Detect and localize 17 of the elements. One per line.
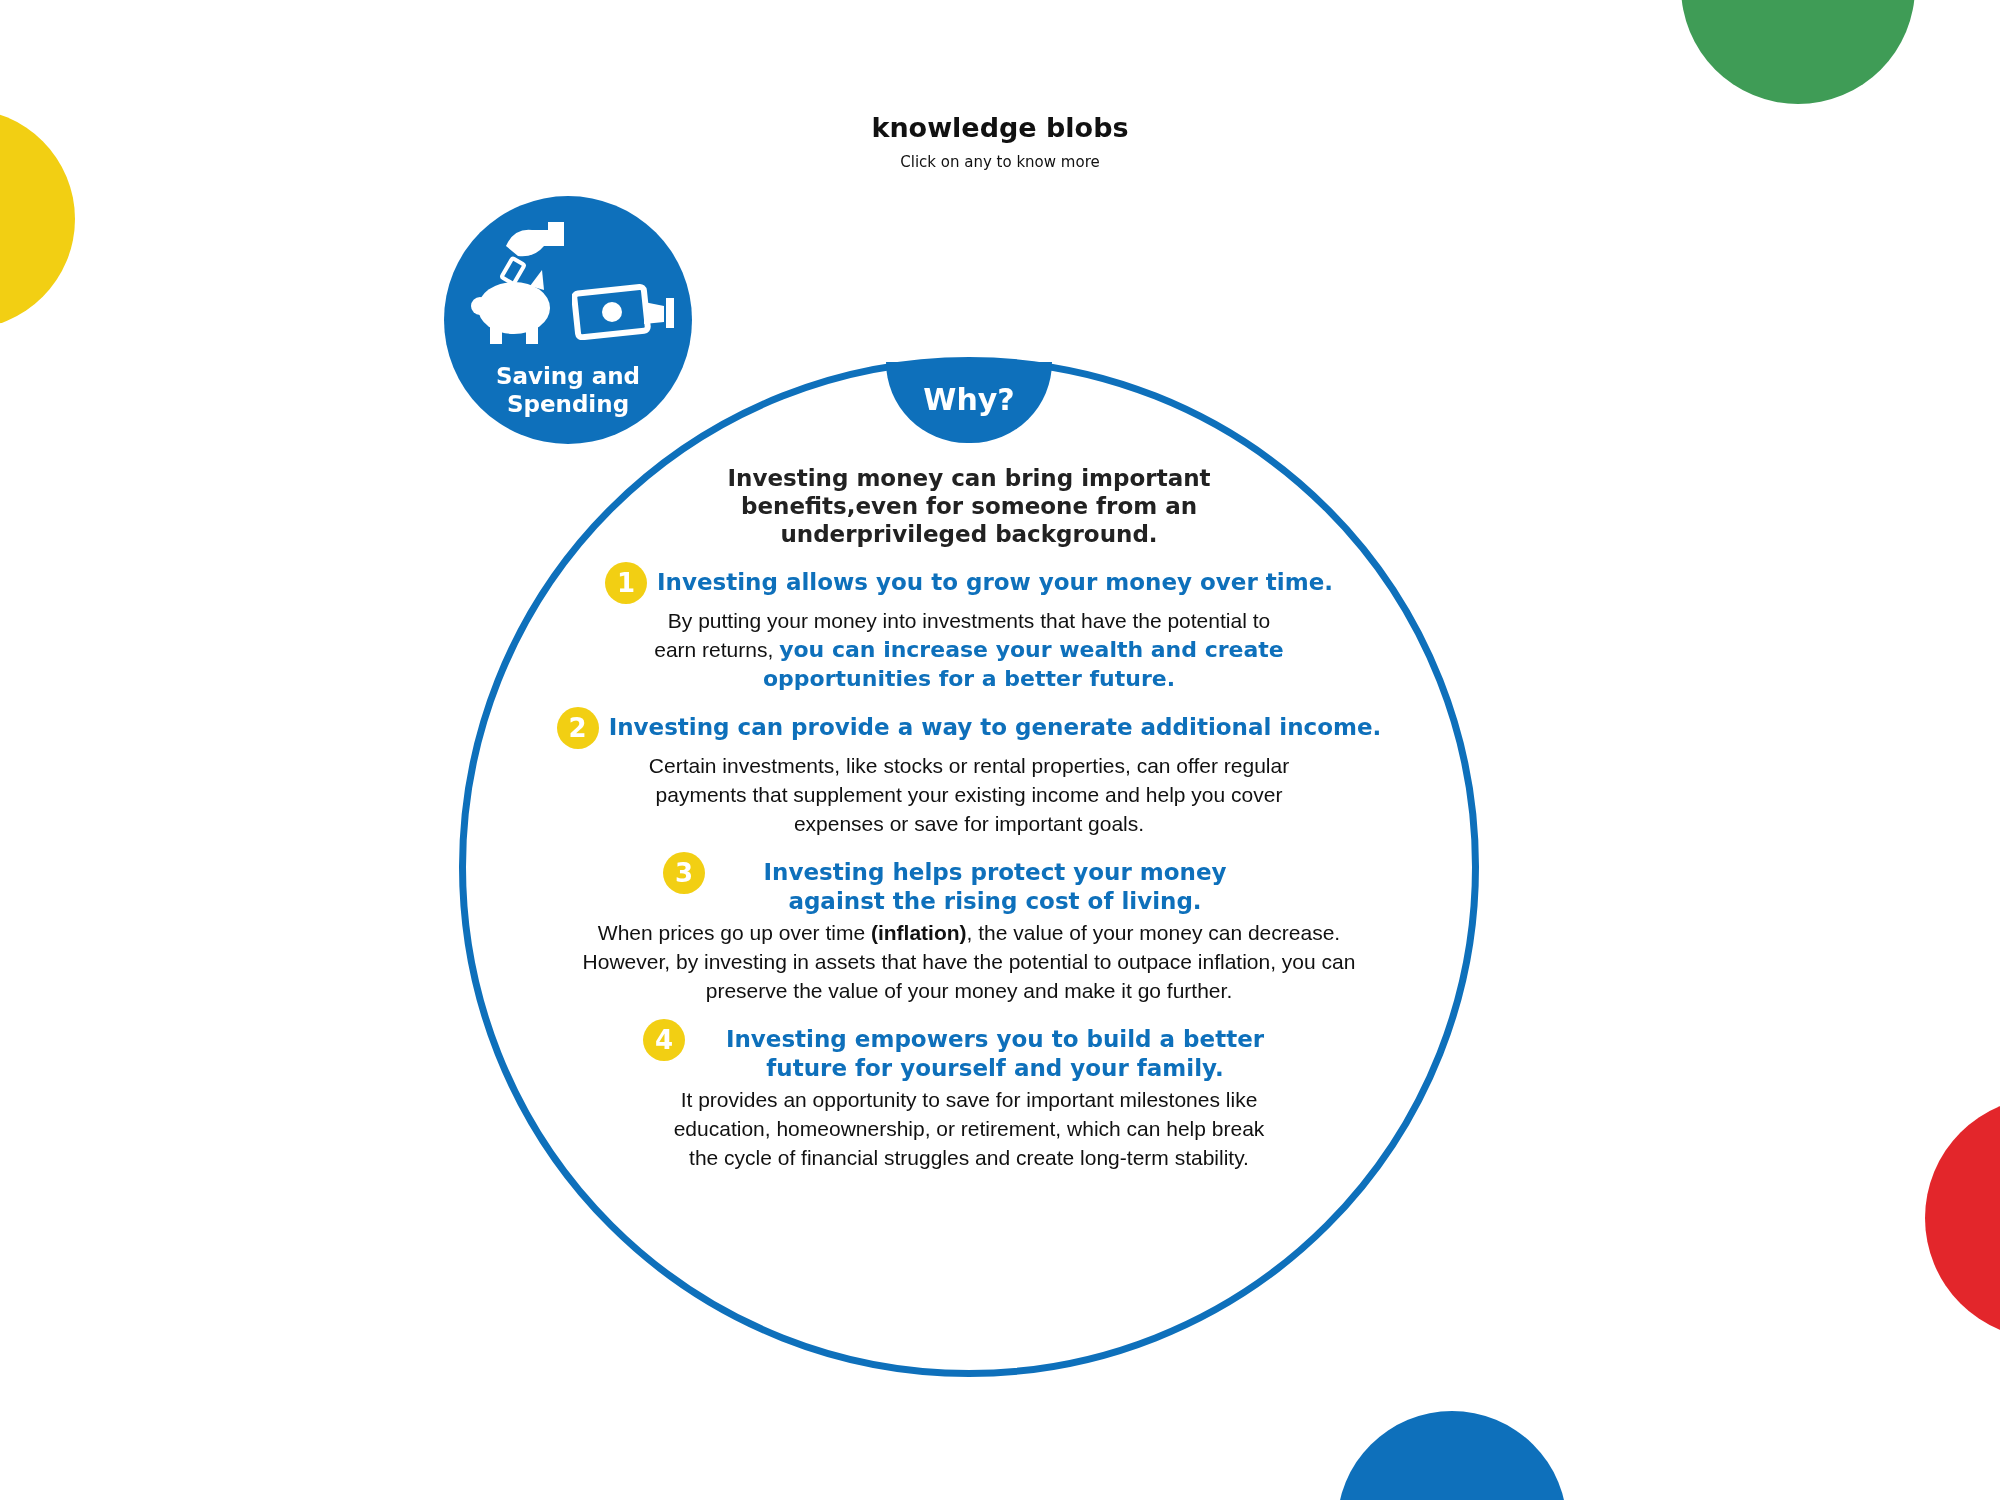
number-badge: 2	[556, 707, 599, 749]
title: knowledge blobs	[871, 112, 1129, 143]
number-badge: 1	[605, 562, 647, 604]
number-badge: 4	[643, 1019, 685, 1061]
topic-label: Saving and Spending	[494, 362, 642, 418]
point-text: Certain investments, like stocks or rental properties, can offer regular payments that supplement your existing income and help you cover expenses or save for important goals.	[647, 753, 1291, 837]
number-badge: 3	[663, 852, 705, 894]
point-heading: Investing allows you to grow your money over time.	[657, 568, 1333, 597]
point-text: It provides an opportunity to save for important milestones like education, homeownership, or retirement, which can help break the cycle of financial struggles and create long-term stability.	[672, 1087, 1266, 1171]
subtitle: Click on any to know more	[900, 153, 1100, 171]
point-heading: Investing empowers you to build a better future for yourself and your family.	[724, 1025, 1266, 1083]
point-heading: Investing can provide a way to generate additional income.	[608, 713, 1382, 742]
point-text: By putting your money into investments that have the potential to earn returns, you can increase your wealth and create opportunities for a better future.	[653, 608, 1285, 693]
point-text: When prices go up over time (inflation), the value of your money can decrease. However, by investing in assets that have the potential to outpace inflation, you can preserve the value of your money and make it go further.	[581, 920, 1357, 1004]
section-tab: Why?	[886, 362, 1052, 443]
point-heading: Investing helps protect your money against the rising cost of living.	[762, 858, 1228, 916]
intro-text: Investing money can bring important benefits,even for someone from an underprivileged background.	[726, 464, 1212, 548]
